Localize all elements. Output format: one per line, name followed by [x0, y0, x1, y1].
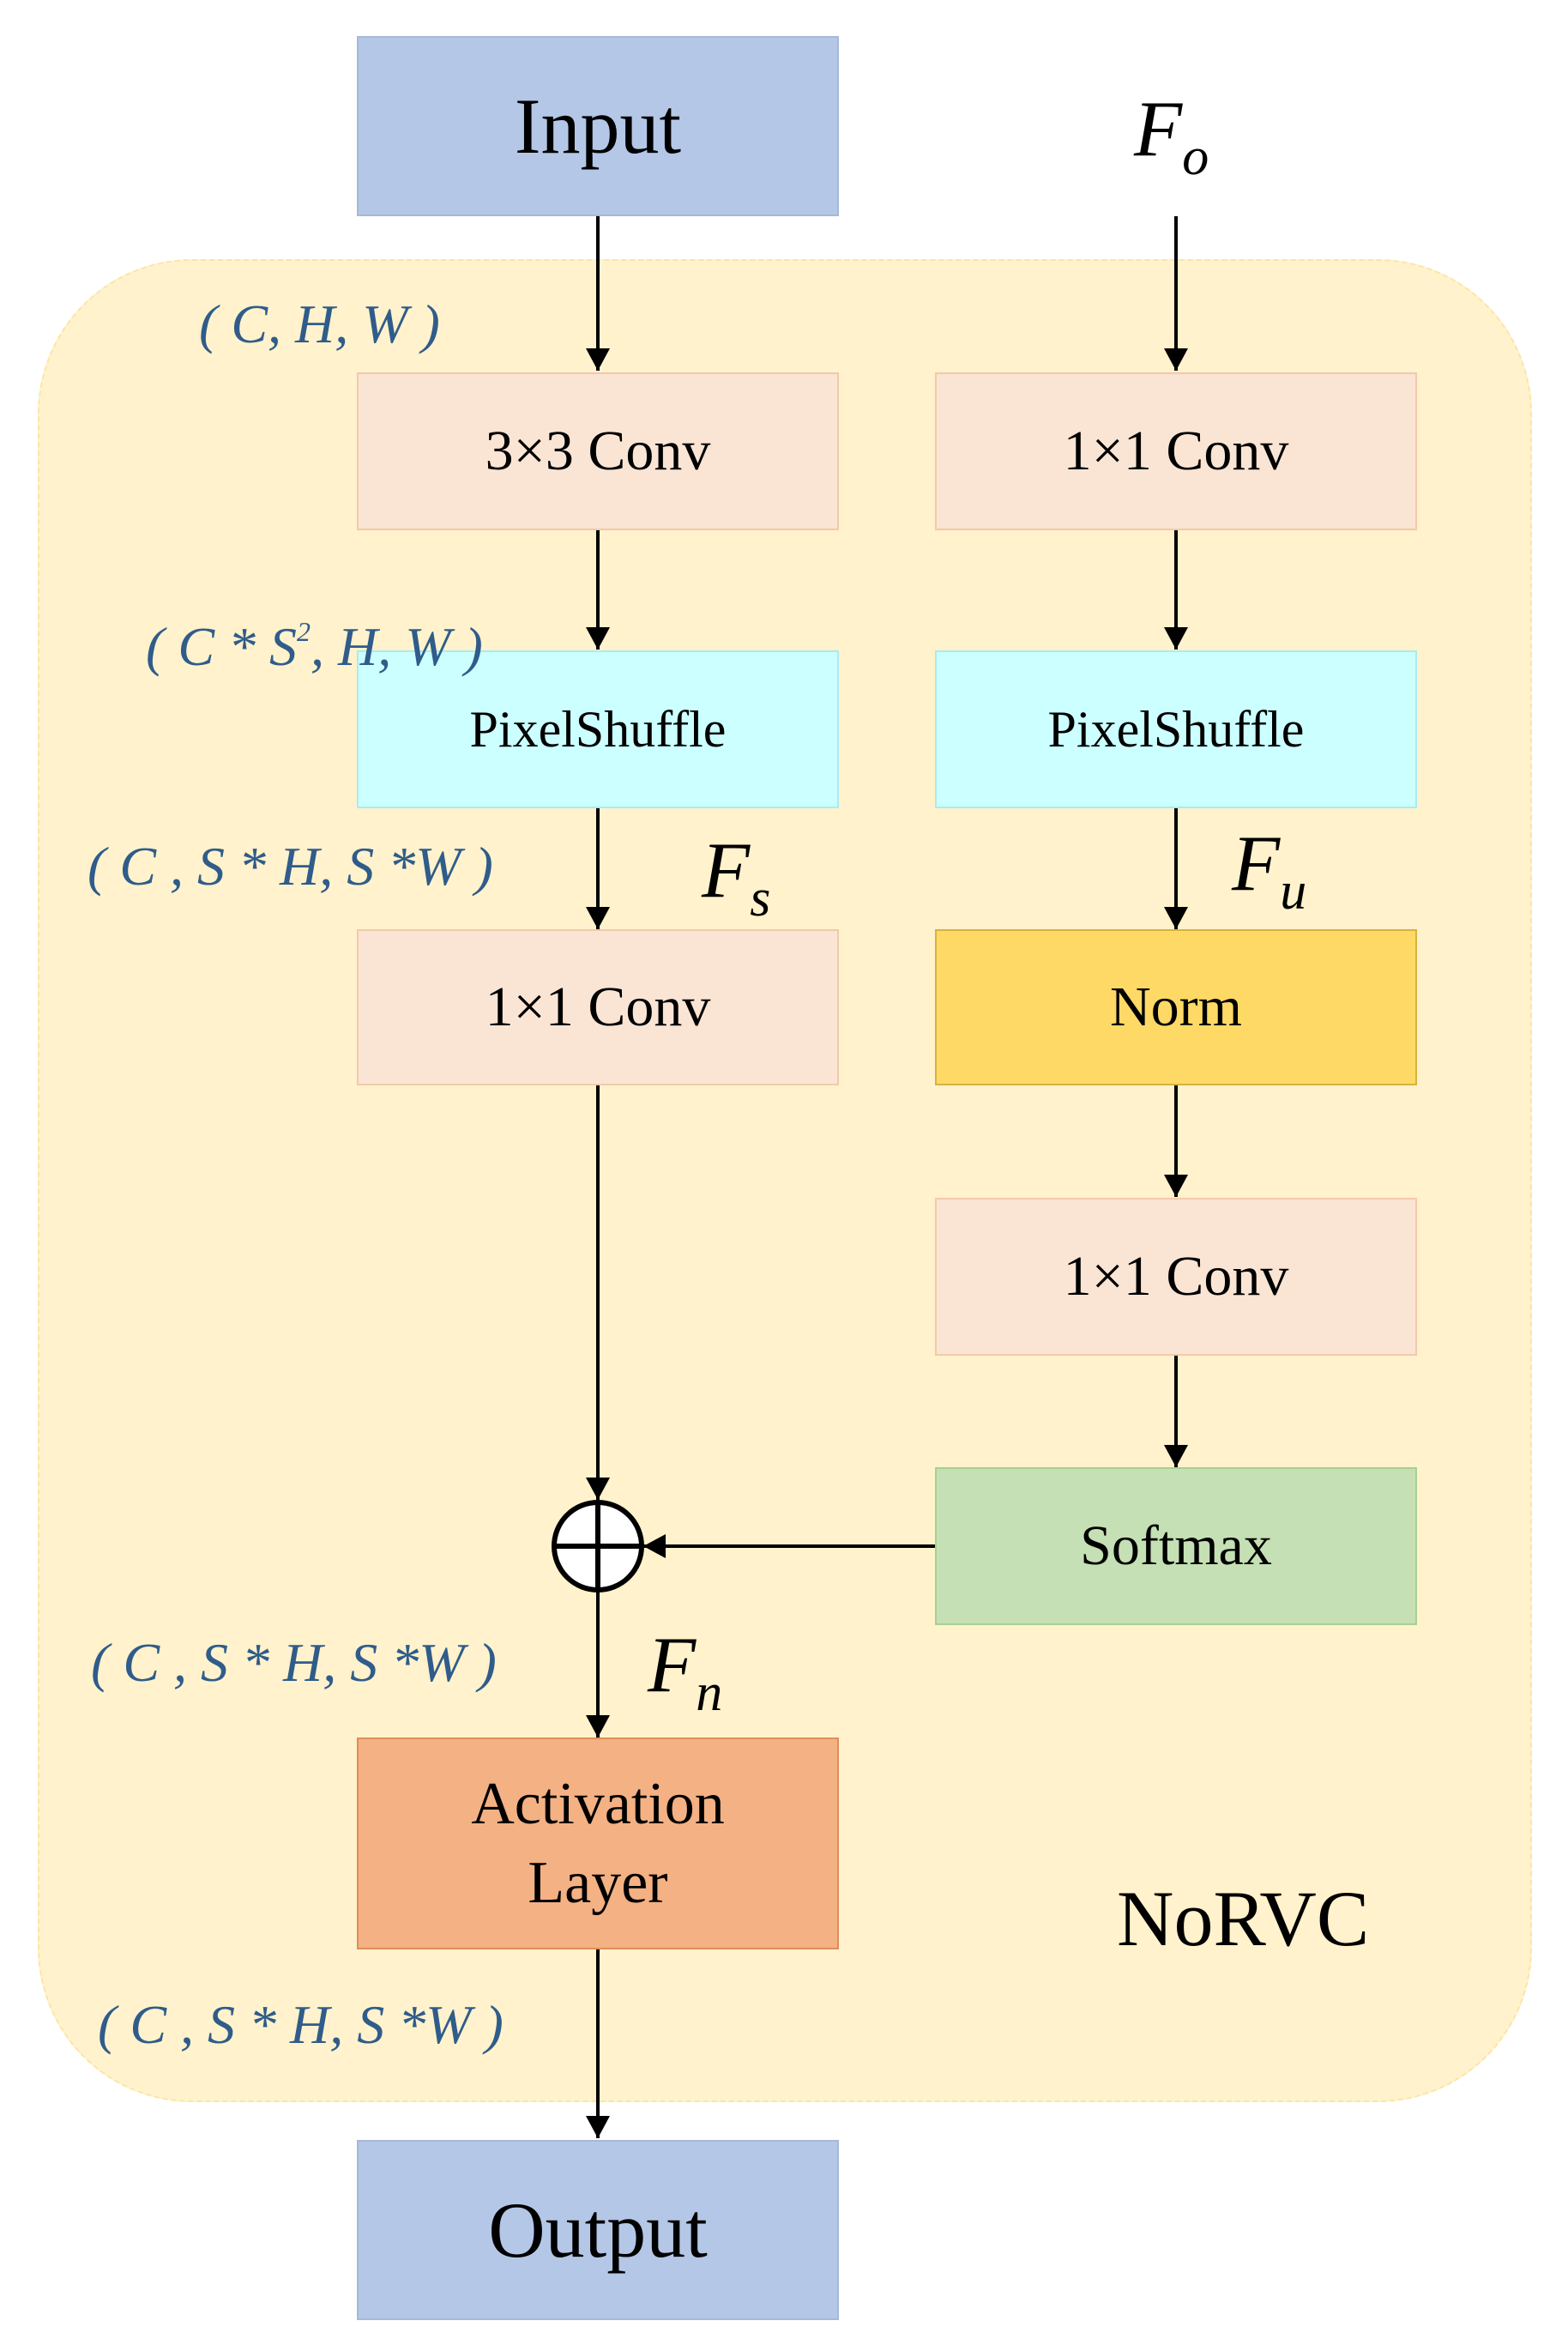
- pixelshuffle-right-label: PixelShuffle: [1047, 700, 1305, 758]
- module-title: NoRVC: [1117, 1875, 1370, 1962]
- conv1x1-top-right-label: 1×1 Conv: [1063, 420, 1289, 482]
- elementwise-add-icon: [552, 1500, 644, 1593]
- pixelshuffle-left-box: PixelShuffle: [357, 650, 839, 808]
- pixelshuffle-right-box: PixelShuffle: [935, 650, 1417, 808]
- conv3x3-box: 3×3 Conv: [357, 372, 839, 530]
- symbol-fs: Fs: [702, 826, 771, 928]
- softmax-label: Softmax: [1080, 1514, 1272, 1577]
- conv1x1-mid-right-box: 1×1 Conv: [935, 1198, 1417, 1356]
- input-label: Input: [514, 82, 682, 170]
- symbol-fn: Fn: [648, 1621, 723, 1722]
- symbol-fu: Fu: [1232, 819, 1307, 921]
- conv1x1-mid-right-label: 1×1 Conv: [1063, 1245, 1289, 1308]
- norm-label: Norm: [1110, 976, 1242, 1038]
- conv3x3-label: 3×3 Conv: [485, 420, 711, 482]
- activation-label-line2: Layer: [528, 1849, 668, 1916]
- conv1x1-top-right-box: 1×1 Conv: [935, 372, 1417, 530]
- activation-label-line1: Activation: [471, 1770, 725, 1837]
- shape-annotation-5: ( C , S * H, S *W ): [98, 1994, 504, 2055]
- shape-annotation-4: ( C , S * H, S *W ): [91, 1632, 497, 1693]
- output-box: Output: [357, 2140, 839, 2320]
- symbol-fo: Fo: [1134, 85, 1209, 186]
- output-label: Output: [488, 2186, 708, 2274]
- shape-annotation-1: ( C, H, W ): [199, 293, 440, 354]
- norm-box: Norm: [935, 929, 1417, 1085]
- softmax-box: Softmax: [935, 1467, 1417, 1625]
- activation-layer-box: Activation Layer: [357, 1738, 839, 1949]
- pixelshuffle-left-label: PixelShuffle: [469, 700, 727, 758]
- input-box: Input: [357, 36, 839, 216]
- conv1x1-left-box: 1×1 Conv: [357, 929, 839, 1085]
- conv1x1-left-label: 1×1 Conv: [485, 976, 711, 1038]
- shape-annotation-3: ( C , S * H, S *W ): [87, 836, 493, 897]
- shape-annotation-2: ( C * S2, H, W ): [146, 616, 483, 677]
